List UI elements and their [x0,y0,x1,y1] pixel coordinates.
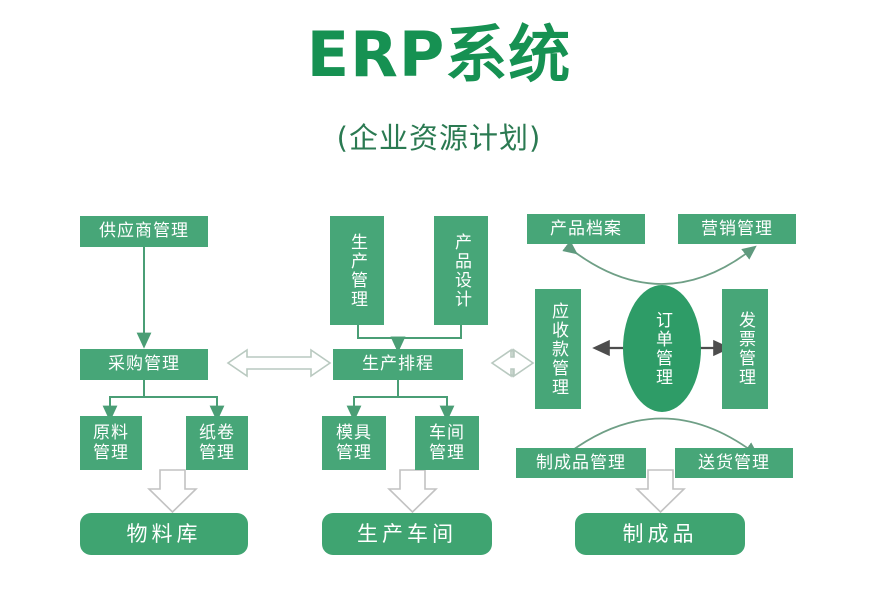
connector-scheduling-order-bidirectional [490,348,535,378]
connector-purchasing-scheduling-bidirectional [226,348,332,378]
node-receivables-management[interactable]: 应收款管理 [535,289,581,409]
node-workshop-line2: 管理 [429,443,465,463]
connector-order-lower-arc [560,417,759,462]
node-paper-roll-line1: 纸卷 [199,422,235,443]
node-raw-material-line2: 管理 [93,443,129,463]
connector-order-upper-arc [562,240,757,285]
node-material-warehouse[interactable]: 物料库 [80,513,248,555]
node-paper-roll-line2: 管理 [199,443,235,463]
connector-purchasing-to-materials [102,380,225,422]
node-finished-goods[interactable]: 制成品 [575,513,745,555]
connector-shopfloor-to-workshop [387,469,438,514]
page-title: ERP系统 [306,18,572,91]
page-subtitle: (企业资源计划) [336,121,542,155]
node-supplier-management[interactable]: 供应商管理 [80,216,208,247]
node-mold-line1: 模具 [336,422,372,443]
node-purchasing-management[interactable]: 采购管理 [80,349,208,380]
node-product-archive[interactable]: 产品档案 [527,214,645,244]
node-raw-material-management[interactable]: 原料 管理 [80,416,142,470]
node-mold-management[interactable]: 模具 管理 [322,416,386,470]
connector-materials-to-warehouse [147,469,198,514]
node-product-design[interactable]: 产品设计 [434,216,488,325]
node-invoice-management[interactable]: 发票管理 [722,289,768,409]
connector-scheduling-to-shopfloor [346,380,455,422]
node-workshop-line1: 车间 [429,422,465,443]
node-finished-goods-management[interactable]: 制成品管理 [516,448,646,478]
node-production-workshop[interactable]: 生产车间 [322,513,492,555]
node-delivery-management[interactable]: 送货管理 [675,448,793,478]
node-order-management[interactable]: 订单管理 [623,285,701,412]
node-mold-line2: 管理 [336,443,372,463]
node-marketing-management[interactable]: 营销管理 [678,214,796,244]
node-production-management[interactable]: 生产管理 [330,216,384,325]
connector-production-to-scheduling [357,325,462,353]
node-workshop-management[interactable]: 车间 管理 [415,416,479,470]
node-production-scheduling[interactable]: 生产排程 [333,349,463,380]
node-raw-material-line1: 原料 [93,422,129,443]
node-paper-roll-management[interactable]: 纸卷 管理 [186,416,248,470]
